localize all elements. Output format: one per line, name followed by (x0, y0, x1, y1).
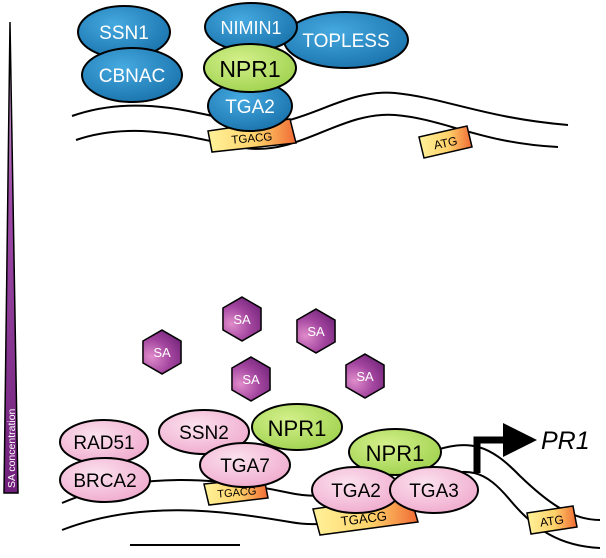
protein-topless: TOPLESS (283, 11, 409, 69)
protein-npr1-top: NPR1 (203, 43, 297, 93)
svg-text:TGA2: TGA2 (225, 97, 275, 118)
svg-text:NPR1: NPR1 (268, 416, 327, 441)
protein-cbnac: CBNAC (81, 47, 183, 103)
svg-text:NPR1: NPR1 (219, 56, 280, 82)
svg-text:SSN1: SSN1 (99, 23, 149, 44)
svg-text:SA: SA (153, 345, 171, 360)
protein-tga7: TGA7 (199, 442, 291, 488)
svg-text:SA: SA (233, 312, 251, 327)
protein-tga2-bottom: TGA2 (311, 466, 401, 514)
protein-ssn2: SSN2 (158, 409, 250, 455)
gene-label-pr1: PR1 (541, 427, 590, 455)
svg-text:TGA2: TGA2 (331, 481, 381, 502)
bottom-atg-box: ATG (526, 505, 578, 535)
sa-molecule-5: SA (345, 353, 385, 399)
svg-text:TOPLESS: TOPLESS (302, 31, 389, 52)
svg-text:NPR1: NPR1 (366, 441, 425, 466)
protein-tga3: TGA3 (389, 466, 479, 514)
sa-concentration-wedge: SA concentration (3, 21, 19, 494)
sa-concentration-label: SA concentration (6, 408, 18, 488)
svg-text:RAD51: RAD51 (73, 433, 134, 454)
bottom-tgacg-small-label: TGACG (217, 485, 257, 500)
sa-molecule-4: SA (231, 356, 271, 402)
protein-npr1-bottom-b: NPR1 (348, 428, 442, 476)
bottom-atg-label: ATG (539, 512, 564, 529)
transcription-start-arrow-icon (473, 423, 537, 473)
protein-nimin1: NIMIN1 (204, 2, 298, 52)
svg-text:SA: SA (356, 369, 374, 384)
svg-text:BRCA2: BRCA2 (73, 471, 136, 492)
protein-rad51: RAD51 (59, 419, 149, 465)
protein-brca2: BRCA2 (59, 457, 151, 503)
svg-text:TGA7: TGA7 (220, 456, 270, 477)
svg-text:CBNAC: CBNAC (99, 66, 166, 87)
svg-text:TGA3: TGA3 (409, 481, 459, 502)
svg-text:NIMIN1: NIMIN1 (220, 18, 281, 38)
svg-text:SSN2: SSN2 (179, 423, 229, 444)
protein-npr1-bottom-a: NPR1 (251, 403, 343, 451)
svg-text:SA: SA (242, 372, 260, 387)
sa-molecule-2: SA (296, 308, 336, 354)
top-atg-box: ATG (418, 125, 473, 159)
sa-molecule-1: SA (222, 296, 262, 342)
sa-molecule-3: SA (142, 329, 182, 375)
top-tgacg-label: TGACG (231, 131, 273, 147)
top-atg-label: ATG (432, 134, 458, 153)
svg-text:SA: SA (307, 324, 325, 339)
